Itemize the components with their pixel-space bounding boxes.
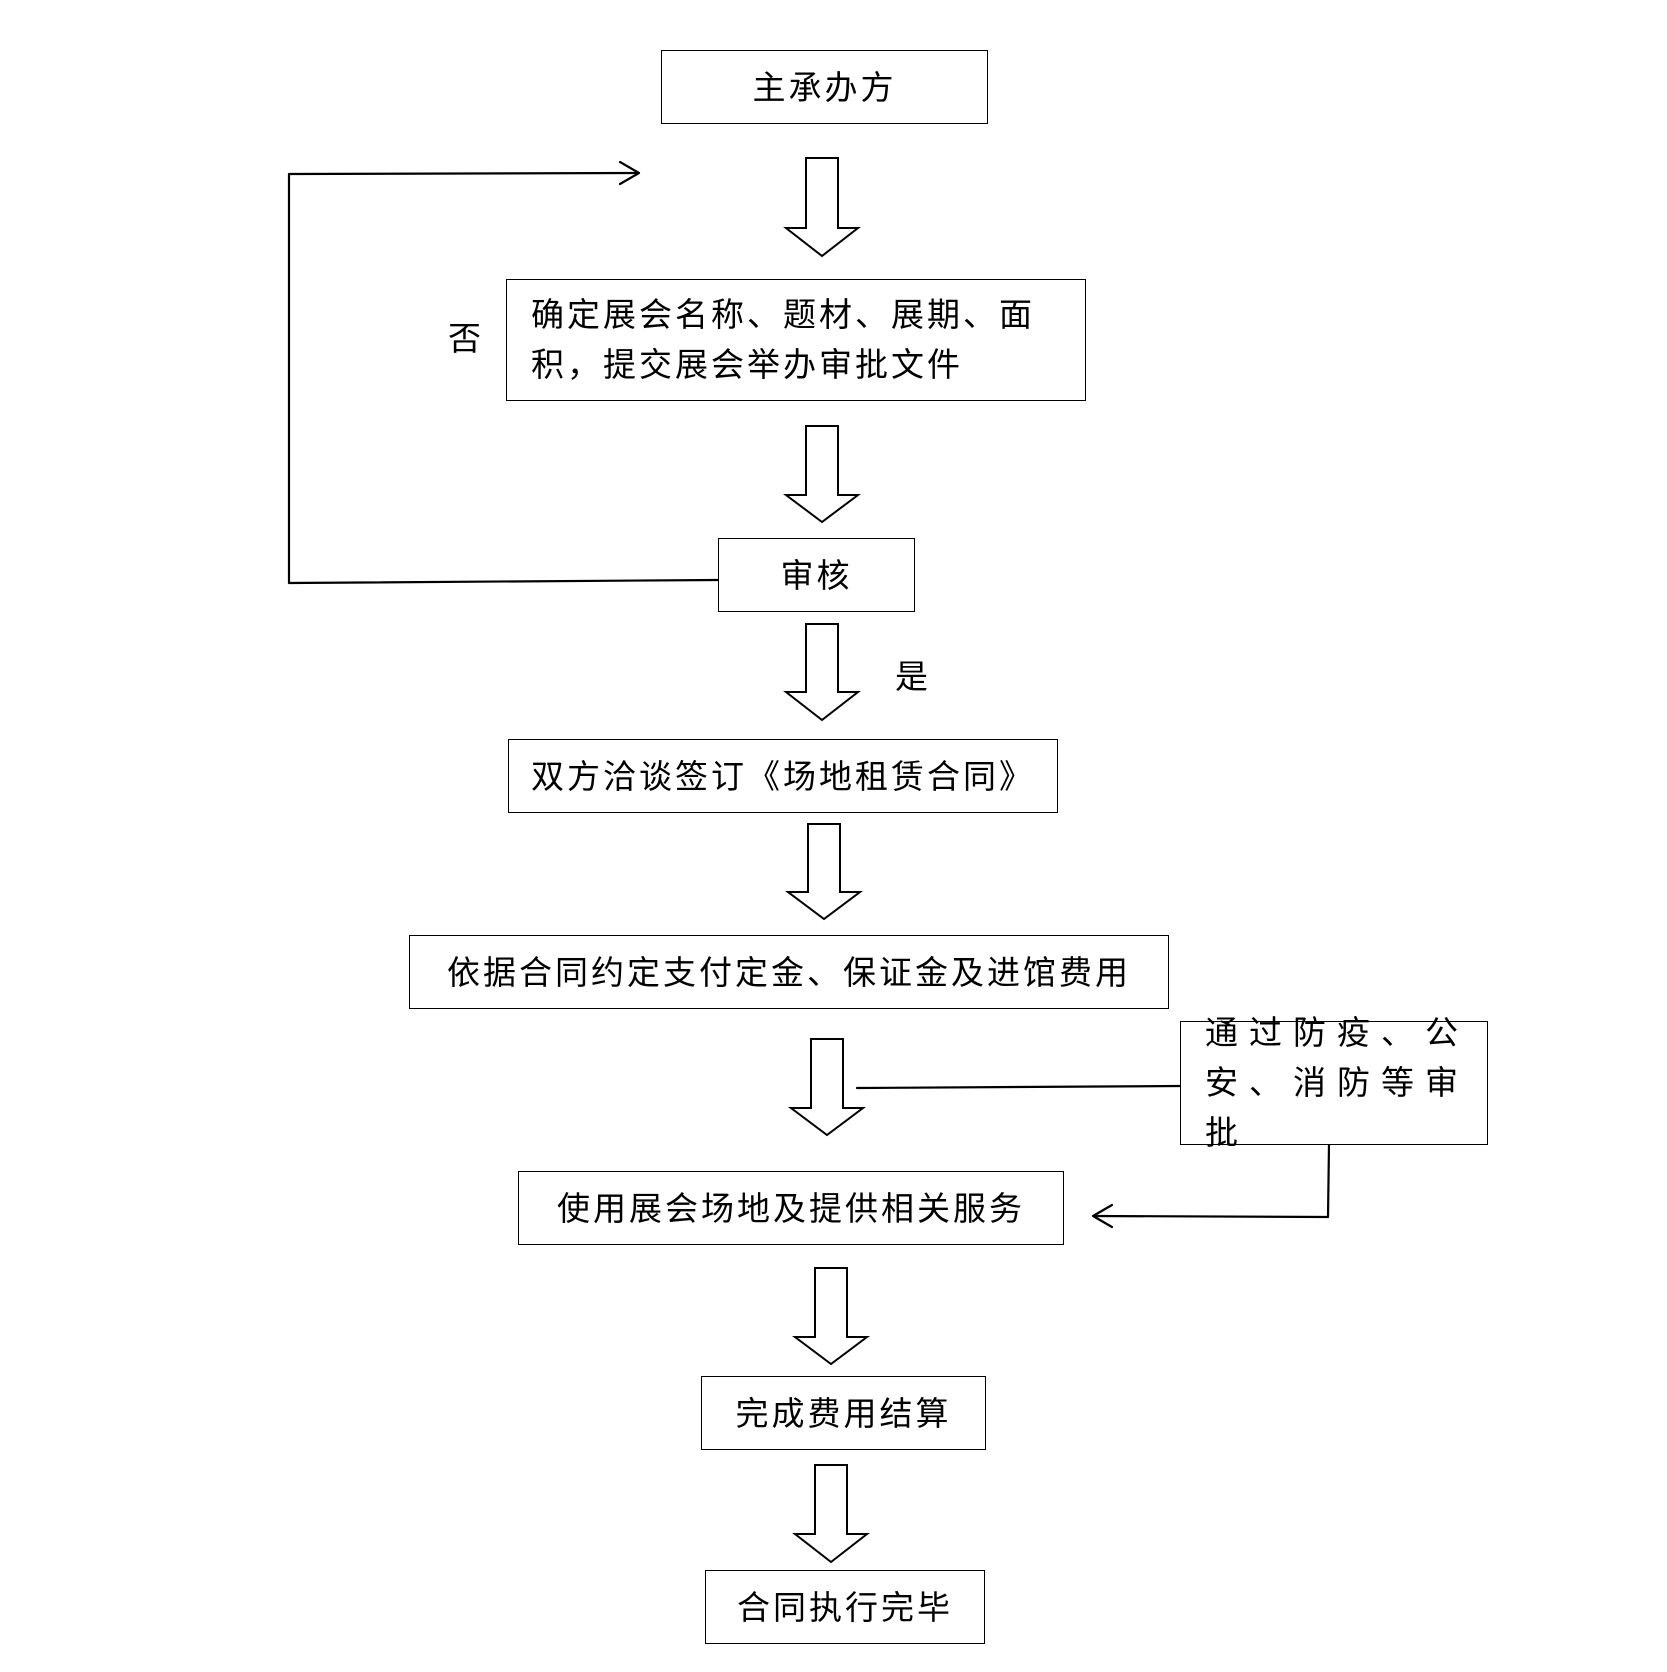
node-review-text: 审核 xyxy=(780,555,853,595)
node-sign-contract: 双方洽谈签订《场地租赁合同》 xyxy=(508,739,1058,813)
approvals-connector-line xyxy=(855,1084,1182,1090)
approvals-to-venue-arrowhead xyxy=(1091,1203,1114,1229)
label-yes: 是 xyxy=(895,657,928,696)
feedback-arrowhead xyxy=(618,160,641,186)
node-contract-done-text: 合同执行完毕 xyxy=(737,1587,953,1627)
node-pay-fees: 依据合同约定支付定金、保证金及进馆费用 xyxy=(409,935,1169,1009)
down-arrow-1 xyxy=(783,157,861,258)
node-organizer: 主承办方 xyxy=(661,50,988,124)
node-contract-done: 合同执行完毕 xyxy=(705,1570,985,1644)
feedback-loop-line xyxy=(287,171,720,585)
down-arrow-3 xyxy=(783,623,861,722)
node-settle-fees-text: 完成费用结算 xyxy=(735,1393,952,1433)
node-sign-contract-text: 双方洽谈签订《场地租赁合同》 xyxy=(531,756,1035,796)
node-pay-fees-text: 依据合同约定支付定金、保证金及进馆费用 xyxy=(447,952,1131,992)
node-organizer-text: 主承办方 xyxy=(752,67,897,107)
node-settle-fees: 完成费用结算 xyxy=(701,1376,986,1450)
node-approvals: 通过防疫、公安、消防等审批 xyxy=(1180,1013,1488,1152)
down-arrow-7 xyxy=(792,1464,870,1564)
label-no: 否 xyxy=(448,319,481,358)
node-confirm-exhibition: 确定展会名称、题材、展期、面积，提交展会举办审批文件 xyxy=(506,279,1086,401)
node-approvals-text: 通过防疫、公安、消防等审批 xyxy=(1205,1013,1469,1152)
down-arrow-5 xyxy=(788,1038,866,1137)
down-arrow-4 xyxy=(785,823,863,921)
node-confirm-exhibition-text: 确定展会名称、题材、展期、面积，提交展会举办审批文件 xyxy=(531,295,1035,384)
approvals-to-venue-line xyxy=(1092,1142,1331,1219)
node-use-venue: 使用展会场地及提供相关服务 xyxy=(518,1171,1064,1245)
down-arrow-2 xyxy=(783,425,861,524)
node-review: 审核 xyxy=(718,538,915,612)
node-use-venue-text: 使用展会场地及提供相关服务 xyxy=(557,1188,1025,1228)
down-arrow-6 xyxy=(792,1267,870,1366)
